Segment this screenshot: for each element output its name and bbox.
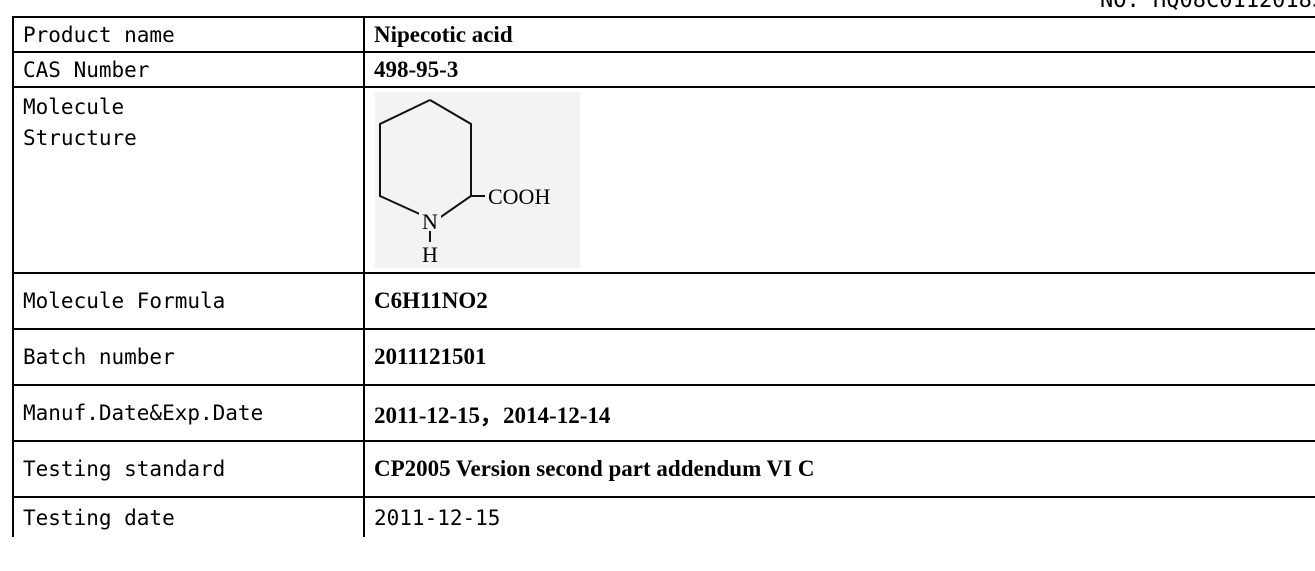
ring-bonds <box>379 99 472 223</box>
molecule-structure-label-line2: Structure <box>23 126 137 150</box>
testing-date-label: Testing date <box>12 496 365 537</box>
n-atom-mask <box>419 205 441 231</box>
piperidine-ring-diagram: COOH N H <box>379 99 550 267</box>
testing-standard-value: CP2005 Version second part addendum VI C <box>363 440 1315 498</box>
molecule-formula-label: Molecule Formula <box>12 272 365 330</box>
table-row: Molecule Formula C6H11NO2 <box>12 272 1315 330</box>
table-row: Testing standard CP2005 Version second p… <box>12 440 1315 498</box>
testing-date-value: 2011-12-15 <box>363 496 1315 537</box>
table-row: CAS Number 498-95-3 <box>12 51 1315 88</box>
table-row: Molecule Structure COOH N H <box>12 86 1315 274</box>
batch-number-value: 2011121501 <box>363 328 1315 386</box>
table-row: Product name Nipecotic acid <box>12 16 1315 53</box>
molecule-structure-label: Molecule Structure <box>12 86 365 274</box>
molecule-structure-image: COOH N H <box>375 92 580 268</box>
cas-number-value: 498-95-3 <box>363 51 1315 88</box>
product-name-value: Nipecotic acid <box>363 16 1315 53</box>
batch-number-label: Batch number <box>12 328 365 386</box>
table-row: Manuf.Date&Exp.Date 2011-12-15，2014-12-1… <box>12 384 1315 442</box>
product-name-label: Product name <box>12 16 365 53</box>
molecule-formula-value: C6H11NO2 <box>363 272 1315 330</box>
hydrogen-atom-label: H <box>422 242 438 267</box>
table-row: Testing date 2011-12-15 <box>12 496 1315 537</box>
cas-number-label: CAS Number <box>12 51 365 88</box>
table-row: Batch number 2011121501 <box>12 328 1315 386</box>
testing-standard-label: Testing standard <box>12 440 365 498</box>
molecule-structure-label-line1: Molecule <box>23 95 125 119</box>
nitrogen-atom-label: N <box>422 209 438 234</box>
document-number: NO: HQ08C0112018S <box>1100 0 1315 13</box>
manuf-exp-date-label: Manuf.Date&Exp.Date <box>12 384 365 442</box>
manuf-exp-date-value: 2011-12-15，2014-12-14 <box>363 384 1315 442</box>
product-spec-table: Product name Nipecotic acid CAS Number 4… <box>12 16 1315 537</box>
molecule-structure-cell: COOH N H <box>363 86 1315 274</box>
carboxyl-group-label: COOH <box>488 184 550 209</box>
